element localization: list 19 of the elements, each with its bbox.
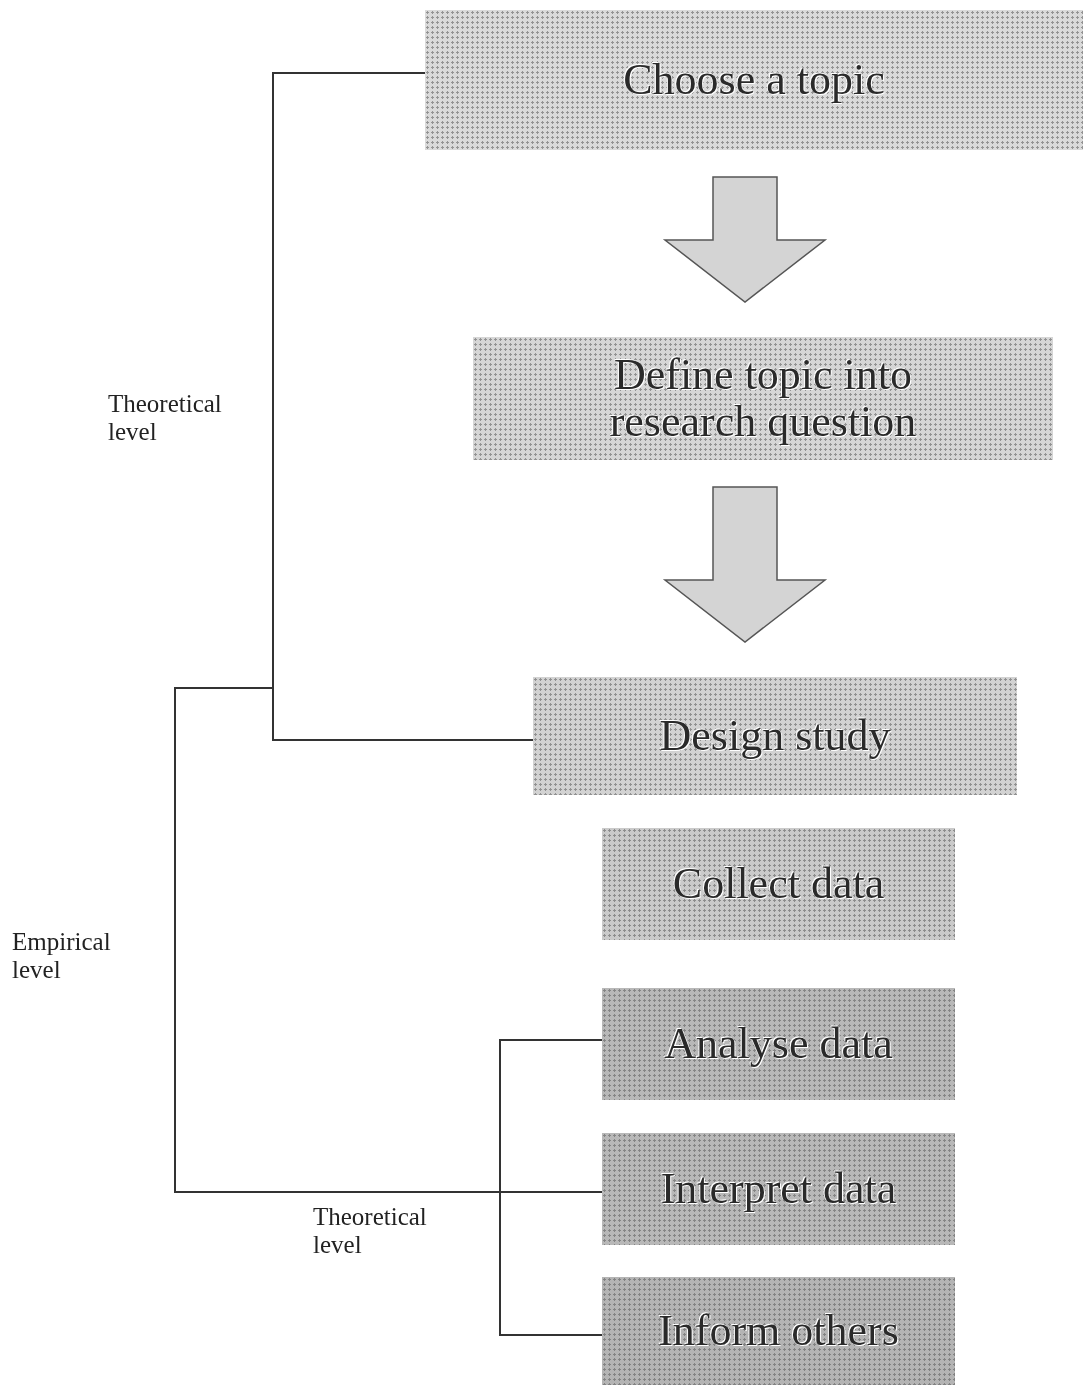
step-label: Choose a topic [623,56,885,104]
block-arrow [662,176,828,303]
level-label: Theoretical level [313,1203,428,1258]
process-box [533,677,1017,795]
block-arrow [662,486,828,643]
step-label: Design study [659,712,891,760]
process-box [473,337,1053,460]
step-label: Analyse data [664,1020,893,1068]
level-label: Empirical level [12,928,112,983]
process-box [602,1277,955,1385]
process-box [602,988,955,1100]
process-box [602,1133,955,1245]
process-box [602,828,955,940]
step-label: Interpret data [660,1165,897,1213]
step-label: Inform others [658,1307,899,1355]
step-label: Collect data [672,860,885,908]
step-label: Define topic into research question [608,352,918,445]
process-box [425,10,1083,150]
level-label: Theoretical level [108,390,223,445]
